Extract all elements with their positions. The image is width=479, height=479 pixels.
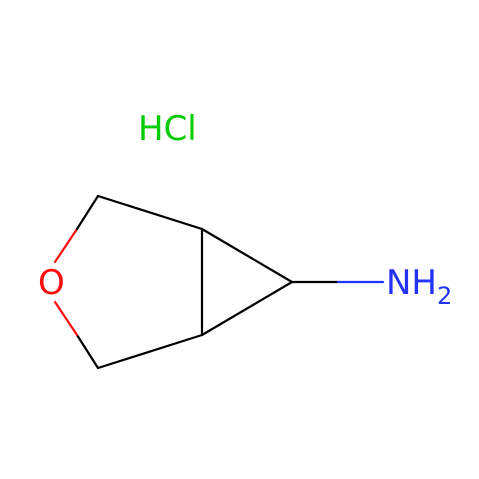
bond-o-ch2-upper-black [75, 194, 100, 231]
bond-bridgehead-ch2-lower [96, 333, 204, 370]
amine-label: NH2 [386, 263, 452, 310]
salt-label: HCl [138, 109, 197, 149]
amine-label-subscript: 2 [437, 282, 452, 310]
bond-lower-bridgehead-apex [200, 280, 294, 337]
amine-label-main: NH [386, 263, 437, 303]
oxygen-atom-label: O [38, 263, 65, 303]
bond-o-ch2-upper-red [53, 227, 79, 264]
bond-ch2-lower-o-black [75, 333, 100, 370]
bond-upper-bridgehead-apex [200, 227, 294, 284]
bond-ch2-upper-bridgehead [96, 194, 204, 231]
bond-ch2-lower-o-red [53, 300, 79, 337]
